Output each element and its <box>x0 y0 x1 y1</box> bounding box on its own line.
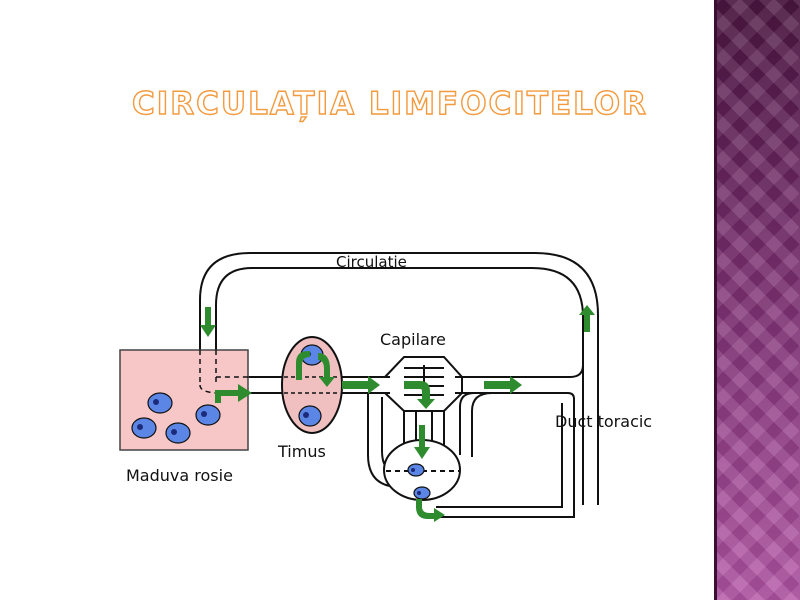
slide-title: CIRCULAȚIA LIMFOCITELOR <box>131 85 649 122</box>
vessel-to-duct <box>462 364 584 400</box>
lymphocyte-cell <box>131 417 157 439</box>
up-arrow-icon <box>579 305 595 332</box>
capillaries-label: Capilare <box>380 330 446 349</box>
curved-arrow-icon <box>404 381 435 409</box>
flow-arrows <box>200 305 595 522</box>
side-band-edge <box>714 0 717 600</box>
red-marrow-label: Maduva rosie <box>126 466 233 485</box>
lymphocyte-cell <box>298 405 322 427</box>
lymphocyte-cell <box>195 404 221 426</box>
thymus-label: Timus <box>277 442 326 461</box>
curved-arrow-icon <box>318 353 335 387</box>
down-arrow-icon <box>414 425 430 459</box>
lymphocytes <box>131 344 431 500</box>
lymphocyte-cell <box>165 422 191 444</box>
decorative-side-band <box>714 0 800 600</box>
bent-arrow-icon <box>205 384 252 403</box>
lymphocyte-cell <box>147 392 173 414</box>
thoracic-duct-label: Duct toracic <box>555 412 652 431</box>
curved-arrow-icon <box>416 499 445 522</box>
lymph-node <box>367 392 575 518</box>
lymphocyte-circulation-diagram: Circulatie Capilare Duct toracic Timus M… <box>119 252 652 522</box>
circulation-loop <box>199 252 599 505</box>
down-arrow-icon <box>200 307 216 337</box>
curved-arrow-icon <box>296 351 310 380</box>
lymphocyte-cell <box>407 463 425 477</box>
right-arrow-icon <box>342 376 380 394</box>
lymphocyte-cell <box>413 486 431 500</box>
circulation-label: Circulatie <box>336 253 407 271</box>
right-arrow-icon <box>484 376 522 394</box>
